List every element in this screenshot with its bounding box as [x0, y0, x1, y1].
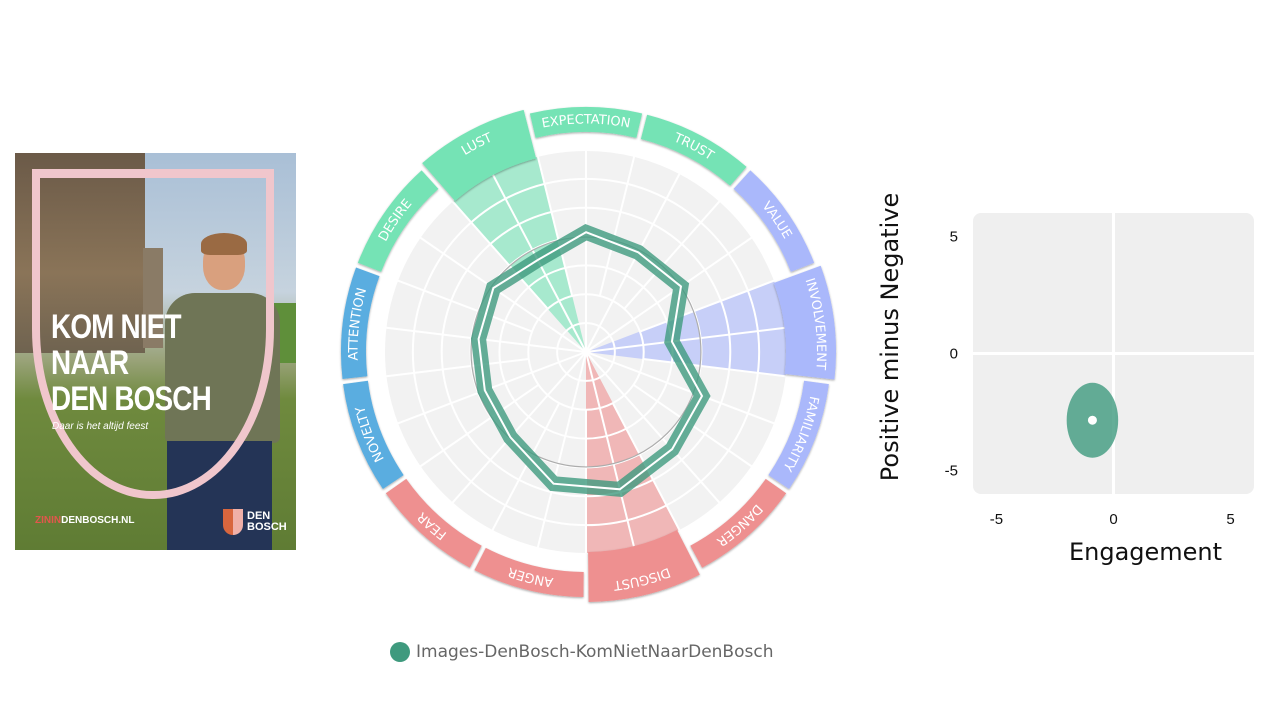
x-tick-label: -5 — [990, 511, 1003, 528]
radar-spoke — [585, 326, 787, 353]
poster-url: ZININDENBOSCH.NL — [35, 515, 134, 526]
highlight-wedge-disgust — [586, 352, 680, 554]
poster-title-line: DEN BOSCH — [51, 380, 212, 418]
highlight-wedge-lust — [452, 155, 586, 352]
x-tick-label: 0 — [1109, 511, 1117, 528]
category-segment-involvement — [773, 265, 836, 380]
y-tick-label: -5 — [945, 463, 958, 480]
radar-spoke — [585, 351, 636, 549]
radar-spoke — [419, 383, 540, 468]
category-segment-lust — [422, 109, 537, 201]
category-segment-value — [733, 170, 815, 272]
radar-spoke — [451, 200, 549, 310]
radar-spoke — [585, 172, 681, 353]
shield-logo-icon — [223, 509, 243, 535]
url-prefix: ZININ — [35, 515, 62, 526]
radar-spoke — [585, 351, 721, 504]
radar-spoke — [643, 357, 787, 378]
radar-spoke — [623, 200, 721, 310]
y-tick-label: 0 — [950, 346, 958, 363]
poster-title-line: KOM NIET — [51, 308, 182, 346]
category-segment-novelty — [343, 380, 404, 490]
y-tick-label: 5 — [950, 228, 958, 245]
scatter-point — [1087, 415, 1097, 425]
category-segment-trust — [640, 114, 747, 186]
category-segment-expectation — [529, 107, 643, 138]
category-label-text: EXPECTATION — [540, 112, 631, 131]
radar-spoke — [451, 351, 587, 504]
category-segment-disgust — [588, 530, 700, 602]
category-segment-anger — [474, 547, 584, 597]
radar-spoke — [385, 357, 529, 378]
poster-subtitle: Daar is het altijd feest — [52, 421, 149, 432]
ad-poster-image: KOM NIET NAAR DEN BOSCH Daar is het alti… — [15, 153, 296, 550]
poster-title: KOM NIET NAAR DEN BOSCH — [51, 308, 212, 418]
radar-spoke — [639, 279, 776, 333]
poster-title-line: NAAR — [51, 344, 129, 382]
category-label: EXPECTATION — [540, 112, 631, 131]
radar-spoke — [536, 351, 587, 549]
y-axis-label: Positive minus Negative — [876, 193, 904, 481]
series-line — [477, 231, 704, 491]
legend-marker-icon — [390, 642, 410, 662]
radar-spoke — [598, 155, 636, 297]
shield-outline — [32, 169, 274, 499]
legend-label: Images-DenBosch-KomNietNaarDenBosch — [416, 642, 774, 662]
radar-spoke — [536, 155, 574, 297]
category-segment-fear — [385, 478, 482, 568]
radar-spoke — [585, 351, 776, 425]
highlight-wedge-involvement — [586, 280, 789, 377]
x-tick-label: 5 — [1226, 511, 1234, 528]
url-rest: DENBOSCH.NL — [61, 515, 135, 526]
radar-spoke — [396, 279, 533, 333]
legend: Images-DenBosch-KomNietNaarDenBosch — [390, 642, 773, 662]
radar-spoke — [491, 402, 561, 532]
logo-line: DEN — [247, 510, 271, 522]
radar-spoke — [585, 236, 753, 353]
x-axis-label: Engagement — [1069, 538, 1222, 566]
category-segment-danger — [690, 478, 787, 568]
category-segment-familiarity — [768, 380, 829, 490]
logo-line: BOSCH — [247, 521, 287, 533]
category-segment-attention — [341, 267, 380, 379]
category-segment-desire — [357, 170, 439, 272]
radar-spoke — [419, 236, 587, 353]
